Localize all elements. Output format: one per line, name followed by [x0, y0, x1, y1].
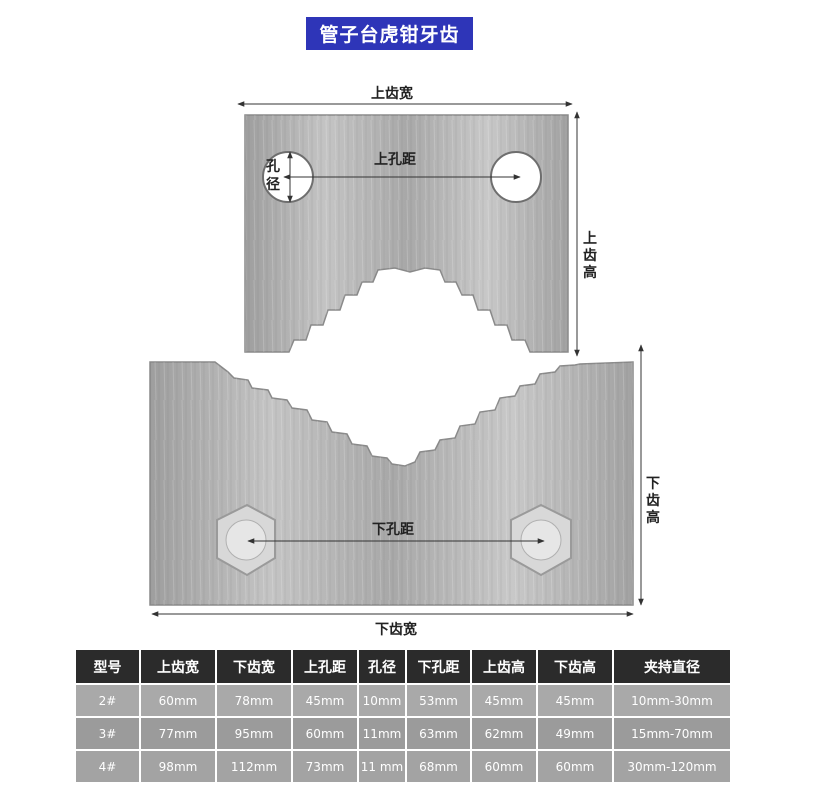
table-cell: 60mm — [292, 716, 359, 750]
table-cell: 73mm — [292, 749, 359, 782]
table-cell: 60mm — [537, 749, 614, 782]
table-cell: 45mm — [471, 683, 538, 717]
table-cell: 60mm — [471, 749, 538, 782]
upper-height-label-2: 齿 — [583, 247, 597, 264]
table-cell: 2# — [76, 683, 141, 717]
upper-jaw — [244, 114, 569, 353]
header-lower-width: 下齿宽 — [216, 650, 293, 684]
page-title: 管子台虎钳牙齿 — [306, 17, 473, 50]
header-lower-height: 下齿高 — [537, 650, 614, 684]
table-cell: 78mm — [216, 683, 293, 717]
table-row: 3# 77mm 95mm 60mm 11mm 63mm 62mm 49mm 15… — [76, 716, 730, 750]
header-upper-height: 上齿高 — [471, 650, 538, 684]
table-cell: 10mm — [358, 683, 407, 717]
table-cell: 11mm — [358, 716, 407, 750]
header-upper-hole-distance: 上孔距 — [292, 650, 359, 684]
header-hole-diameter: 孔径 — [358, 650, 407, 684]
lower-height-label-1: 下 — [646, 476, 660, 492]
upper-width-label: 上齿宽 — [371, 85, 413, 102]
table-cell: 62mm — [471, 716, 538, 750]
header-lower-hole-distance: 下孔距 — [406, 650, 472, 684]
hole-diameter-label-1: 孔 — [266, 159, 280, 175]
upper-height-label-3: 高 — [583, 264, 597, 281]
table-cell: 60mm — [140, 683, 217, 717]
header-clamp-diameter: 夹持直径 — [613, 650, 730, 684]
hole-diameter-label-2: 径 — [266, 176, 280, 193]
table-cell: 53mm — [406, 683, 472, 717]
table-header-row: 型号 上齿宽 下齿宽 上孔距 孔径 下孔距 上齿高 下齿高 夹持直径 — [76, 650, 730, 684]
table-cell: 10mm-30mm — [613, 683, 730, 717]
table-cell: 45mm — [537, 683, 614, 717]
lower-jaw — [149, 361, 634, 606]
upper-height-label-1: 上 — [583, 231, 597, 247]
jaw-diagram: 上齿宽 上孔距 孔 径 上 齿 高 下孔距 下 齿 高 下齿宽 — [149, 85, 660, 638]
upper-hole-distance-label: 上孔距 — [374, 152, 416, 168]
table-cell: 15mm-70mm — [613, 716, 730, 750]
table-row: 4# 98mm 112mm 73mm 11 mm 68mm 60mm 60mm … — [76, 749, 730, 782]
table-cell: 77mm — [140, 716, 217, 750]
lower-height-label-2: 齿 — [646, 492, 660, 509]
table-cell: 4# — [76, 749, 141, 782]
table-cell: 3# — [76, 716, 141, 750]
table-cell: 112mm — [216, 749, 293, 782]
table-cell: 11 mm — [358, 749, 407, 782]
table-cell: 68mm — [406, 749, 472, 782]
header-upper-width: 上齿宽 — [140, 650, 217, 684]
table-cell: 63mm — [406, 716, 472, 750]
table-cell: 49mm — [537, 716, 614, 750]
table-cell: 98mm — [140, 749, 217, 782]
lower-height-label-3: 高 — [646, 509, 660, 526]
table-row: 2# 60mm 78mm 45mm 10mm 53mm 45mm 45mm 10… — [76, 683, 730, 717]
header-model: 型号 — [76, 650, 141, 684]
table-cell: 95mm — [216, 716, 293, 750]
table-cell: 45mm — [292, 683, 359, 717]
spec-table: 型号 上齿宽 下齿宽 上孔距 孔径 下孔距 上齿高 下齿高 夹持直径 2# 60… — [76, 650, 730, 782]
lower-width-label: 下齿宽 — [375, 621, 417, 638]
lower-hole-distance-label: 下孔距 — [372, 522, 414, 538]
table-cell: 30mm-120mm — [613, 749, 730, 782]
